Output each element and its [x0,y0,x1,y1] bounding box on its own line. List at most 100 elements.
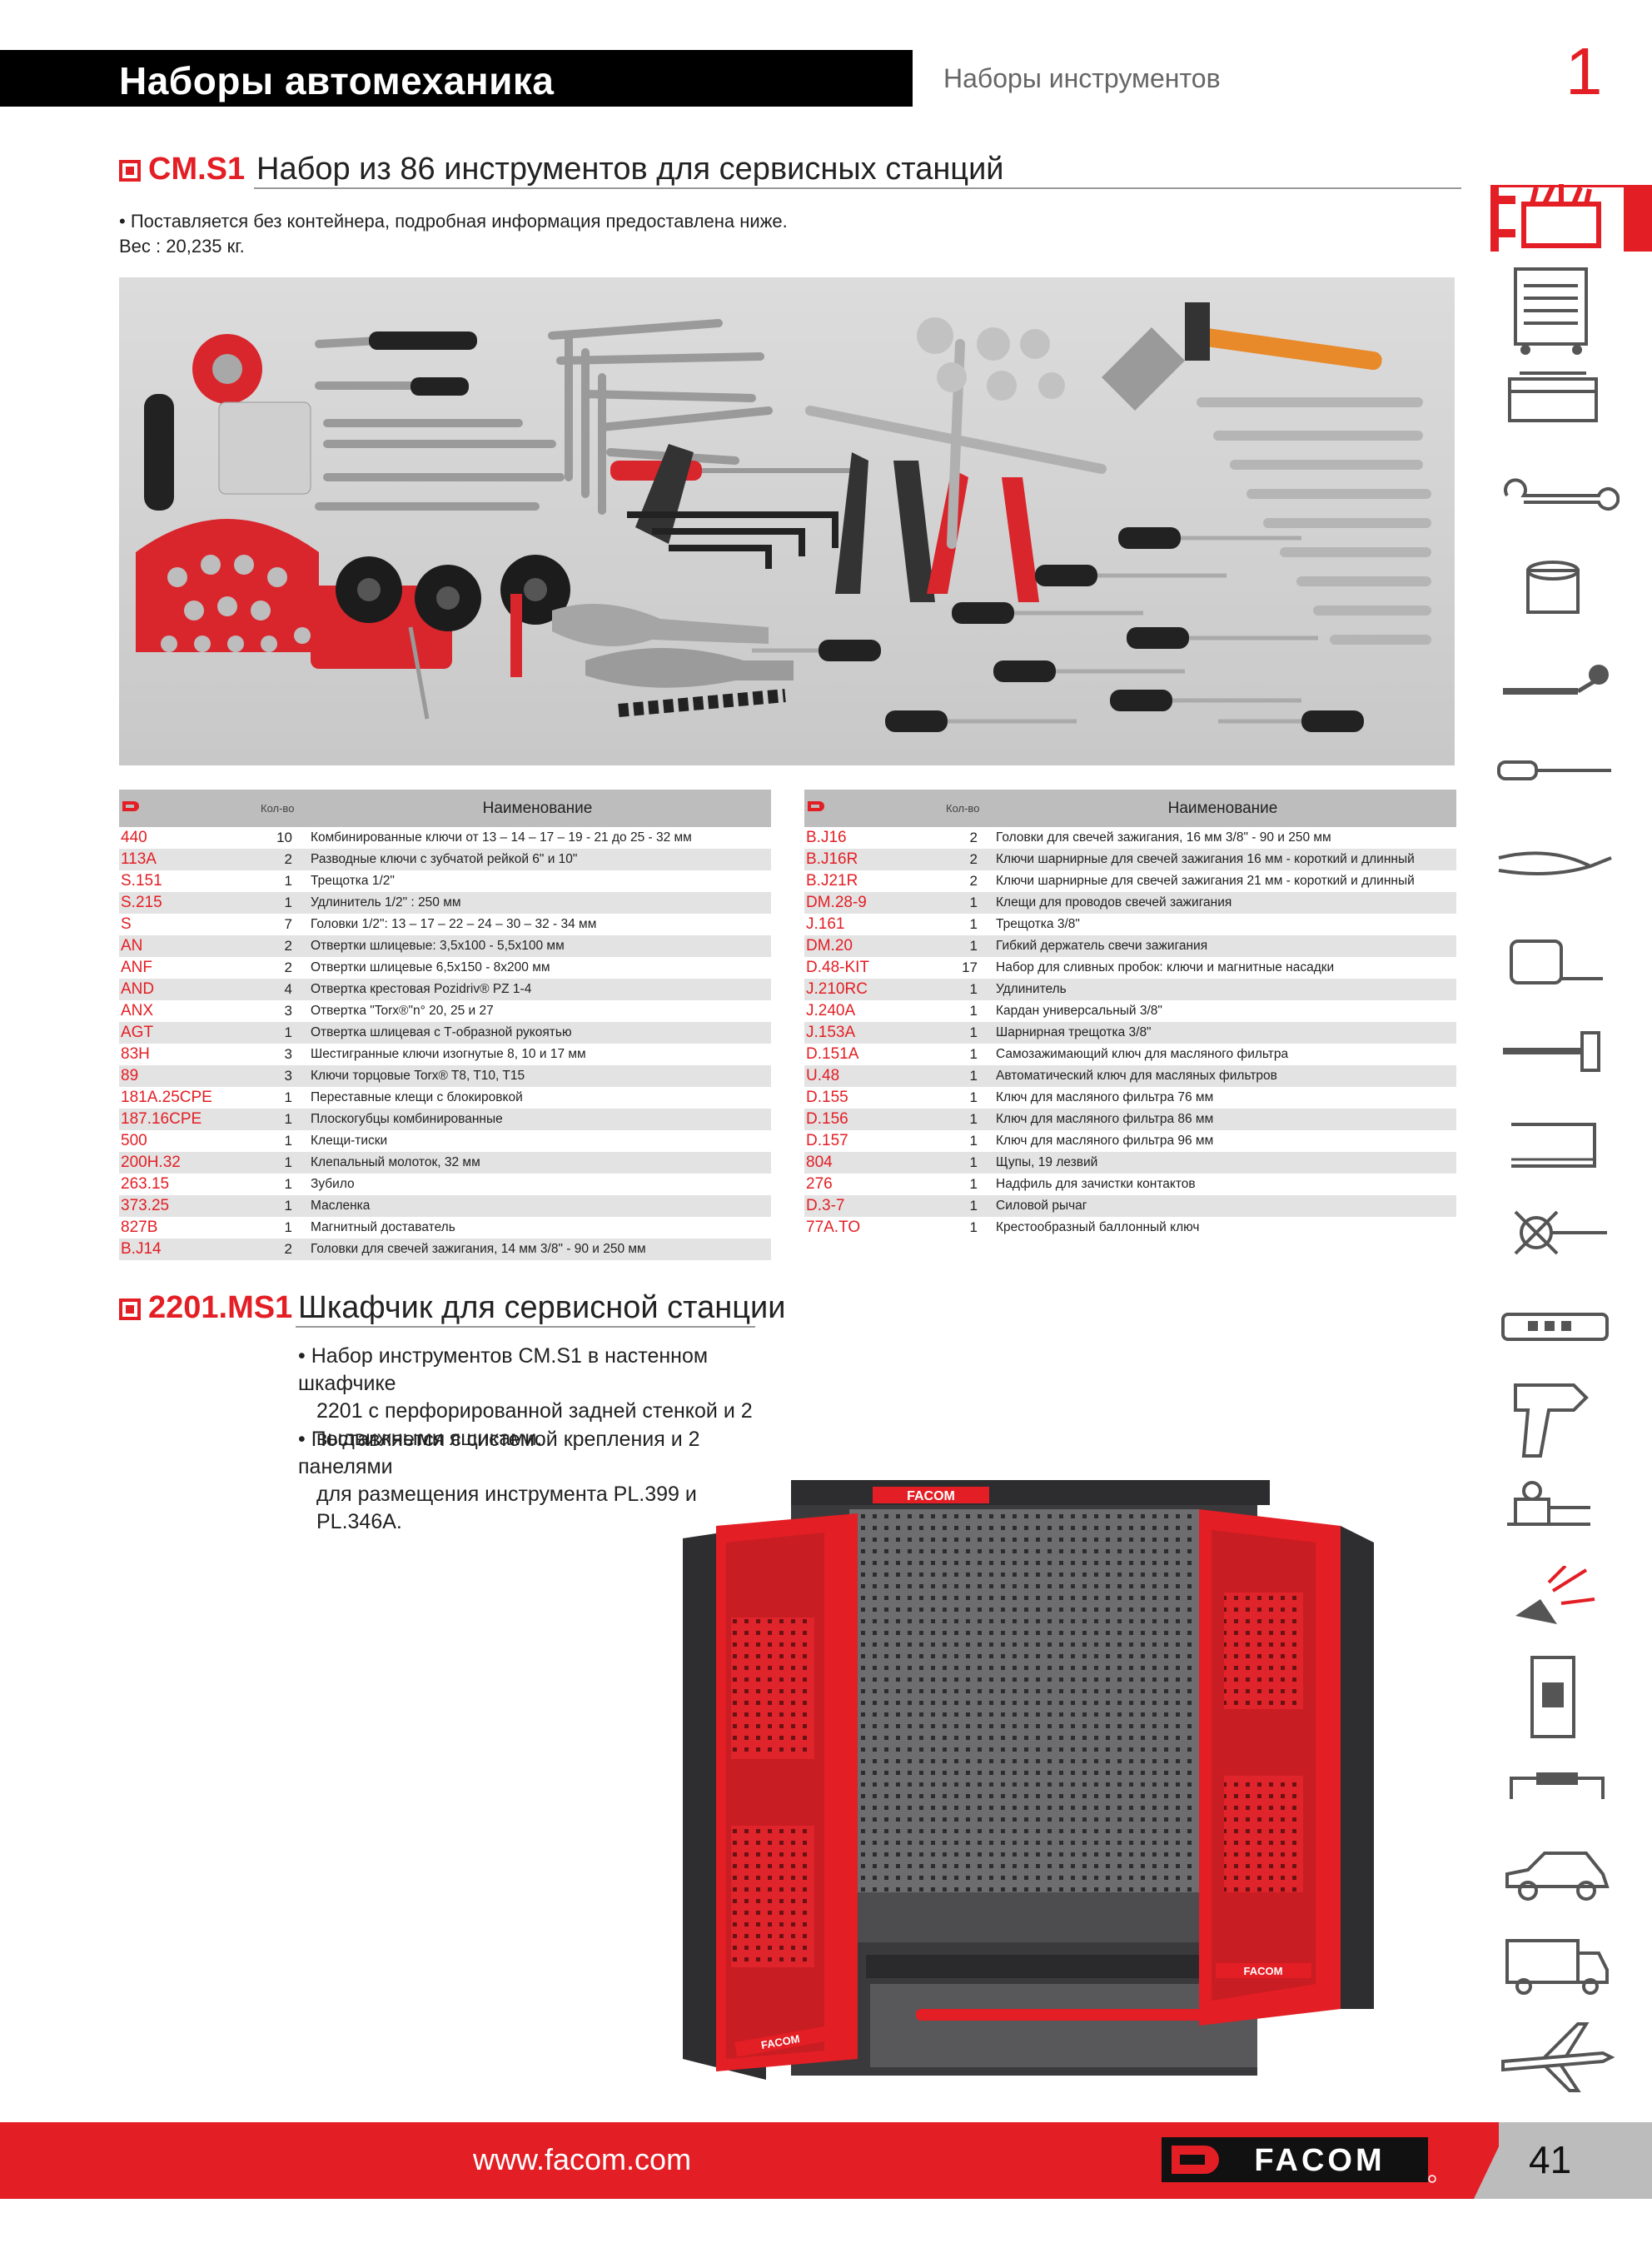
part-ref[interactable]: S.151 [121,872,162,890]
car-icon[interactable] [1499,1845,1615,1907]
part-ref[interactable]: 113A [119,849,261,870]
puller-icon[interactable] [1499,1204,1615,1262]
part-name: Магнитный доставатель [311,1220,455,1234]
part-ref[interactable]: 83H [121,1045,150,1063]
part-name: Отвертки шлицевые: 3,5x100 - 5,5x100 мм [304,935,771,957]
handle-icon[interactable] [1503,1766,1611,1807]
pliers-icon[interactable] [1495,841,1620,883]
page-number: 41 [1529,2138,1572,2181]
part-ref[interactable]: 276 [806,1175,833,1193]
part-qty: 10 [276,830,292,845]
screwdriver-icon[interactable] [1495,754,1620,787]
truck-icon[interactable] [1499,1932,1615,1999]
part-name: Крестообразный баллонный ключ [996,1220,1200,1234]
tape-measure-icon[interactable] [1503,933,1611,991]
part-qty: 1 [969,916,978,932]
hacksaw-icon[interactable] [1503,1108,1611,1174]
part-ref[interactable]: D.155 [806,1089,848,1106]
page-title: Наборы автомеханика [119,59,555,102]
part-ref[interactable]: D.3-7 [804,1195,946,1217]
part-qty: 1 [969,1133,978,1149]
socket-icon[interactable] [1515,554,1590,625]
part-qty: 1 [946,1022,989,1044]
part-qty: 1 [284,1133,292,1149]
part-ref[interactable]: B.J21R [806,872,858,890]
part-ref[interactable]: AN [119,935,261,957]
part-name: Переставные клещи с блокировкой [311,1090,523,1104]
part-name: Клещи-тиски [311,1134,388,1148]
part-ref[interactable]: 187.16CPE [119,1109,261,1130]
tool-box-icon[interactable] [1503,366,1603,429]
vise-icon[interactable] [1499,1474,1607,1541]
impact-wrench-icon[interactable] [1507,1373,1599,1464]
part-ref[interactable]: J.240A [806,1002,856,1019]
aircraft-icon[interactable] [1495,2020,1620,2095]
footer-url[interactable]: www.facom.com [473,2142,692,2176]
part-qty: 2 [284,960,292,975]
part-ref[interactable]: 200H.32 [119,1152,261,1174]
part-name: Разводные ключи с зубчатой рейкой 6" и 1… [304,849,771,870]
wall-cabinet-picture: FACOM FACOM FACOM [683,1480,1374,2080]
tool-trolley-icon[interactable] [1507,265,1599,356]
part-ref[interactable]: J.153A [804,1022,946,1044]
part-ref[interactable]: S [121,915,132,933]
part-ref[interactable]: AGT [119,1022,261,1044]
tool-sets-icon[interactable] [1499,179,1624,254]
part-name: Зубило [311,1177,355,1191]
part-ref[interactable]: D.48-KIT [806,959,870,976]
tool-set-photo [119,277,1455,765]
part-qty: 3 [284,1046,292,1062]
part-ref[interactable]: 181A.25CPE [121,1089,212,1106]
part-name: Трещотка 3/8" [996,917,1080,931]
part-name: Ключи шарнирные для свечей зажигания 16 … [989,849,1456,870]
part-ref[interactable]: U.48 [804,1065,946,1087]
part-qty: 1 [946,1109,989,1130]
part-ref[interactable]: ANX [121,1002,154,1019]
part-ref[interactable]: DM.28-9 [804,892,946,914]
part-ref[interactable]: 827B [121,1219,158,1236]
part-name: Автоматический ключ для масляных фильтро… [989,1065,1456,1087]
part-ref[interactable]: 373.25 [119,1195,261,1217]
hammer-icon[interactable] [1499,1024,1615,1074]
part-ref[interactable]: AND [119,979,261,1000]
part-ref[interactable]: D.156 [804,1109,946,1130]
part-ref[interactable]: D.157 [806,1132,848,1149]
set2-title: Шкафчик для сервисной станции [298,1290,786,1325]
part-ref[interactable]: B.J16 [806,829,847,846]
ratchet-icon[interactable] [1495,658,1620,708]
part-ref[interactable]: DM.20 [804,935,946,957]
electrical-icon[interactable] [1524,1653,1582,1741]
part-ref[interactable]: 89 [119,1065,261,1087]
part-ref[interactable]: D.151A [806,1045,859,1063]
wrench-icon[interactable] [1495,475,1620,516]
part-ref[interactable]: 440 [121,829,147,846]
part-qty: 2 [969,830,978,845]
tester-icon[interactable] [1499,1308,1615,1345]
part-ref[interactable]: B.J14 [119,1239,261,1260]
part-ref[interactable]: J.210RC [804,979,946,1000]
part-ref[interactable]: 804 [804,1152,946,1174]
part-ref[interactable]: 500 [121,1132,147,1149]
part-qty: 2 [261,849,304,870]
part-ref[interactable]: S.215 [119,892,261,914]
part-ref[interactable]: J.161 [806,915,845,933]
safety-icon[interactable] [1503,1566,1603,1649]
part-ref[interactable]: 263.15 [121,1175,170,1193]
part-ref[interactable]: B.J16R [804,849,946,870]
part-ref[interactable]: ANF [121,959,152,976]
part-ref[interactable]: 77A.TO [806,1219,861,1236]
